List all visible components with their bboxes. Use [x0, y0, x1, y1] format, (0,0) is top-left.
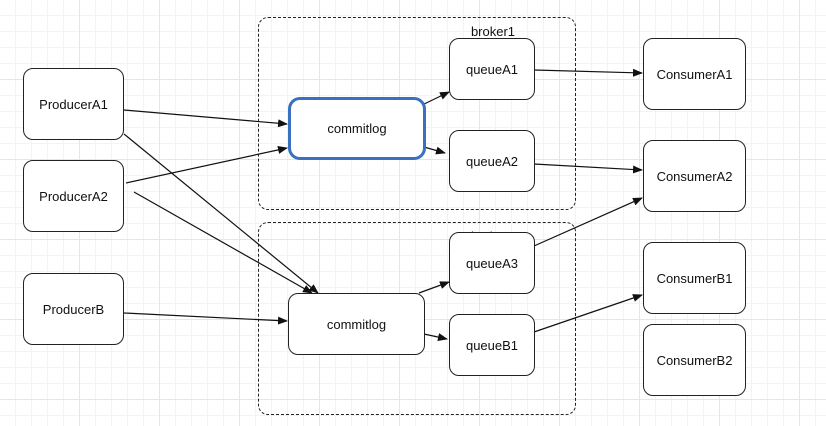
queue-a2-node[interactable]: queueA2	[449, 130, 535, 192]
queue-a1-node[interactable]: queueA1	[449, 38, 535, 100]
consumer-a1-label: ConsumerA1	[656, 66, 733, 82]
consumer-b2-label: ConsumerB2	[656, 352, 733, 368]
queue-b1-label: queueB1	[465, 337, 519, 353]
producer-b-node[interactable]: ProducerB	[23, 273, 124, 345]
queue-b1-node[interactable]: queueB1	[449, 314, 535, 376]
consumer-a1-node[interactable]: ConsumerA1	[643, 38, 746, 110]
commitlog-broker1-label: commitlog	[327, 121, 387, 136]
queue-a1-label: queueA1	[465, 61, 519, 77]
commitlog-broker1-node[interactable]: commitlog	[288, 97, 426, 160]
consumer-b2-node[interactable]: ConsumerB2	[643, 324, 746, 396]
queue-a3-node[interactable]: queueA3	[449, 232, 535, 294]
consumer-b1-label: ConsumerB1	[656, 270, 733, 286]
producer-a1-node[interactable]: ProducerA1	[23, 68, 124, 140]
producer-a1-label: ProducerA1	[39, 96, 108, 112]
commitlog-broker2-label: commitlog	[326, 316, 387, 332]
commitlog-broker2-node[interactable]: commitlog	[288, 293, 425, 355]
consumer-b1-node[interactable]: ConsumerB1	[643, 242, 746, 314]
producer-b-label: ProducerB	[42, 301, 105, 317]
queue-a2-label: queueA2	[465, 153, 519, 169]
consumer-a2-node[interactable]: ConsumerA2	[643, 140, 746, 212]
broker1-label: broker1	[470, 24, 516, 39]
consumer-a2-label: ConsumerA2	[656, 168, 733, 184]
queue-a3-label: queueA3	[465, 255, 519, 271]
producer-a2-node[interactable]: ProducerA2	[23, 160, 124, 232]
producer-a2-label: ProducerA2	[39, 188, 108, 204]
